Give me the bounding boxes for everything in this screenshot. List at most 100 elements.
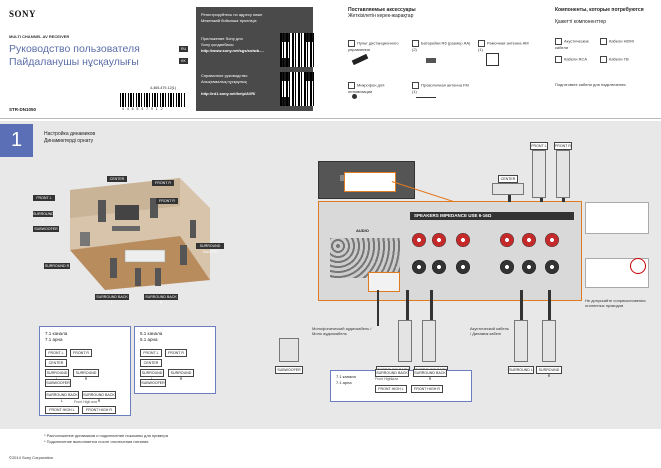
l71-front-l: FRONT L	[45, 349, 67, 357]
l71-surround-r: SURROUND R	[73, 369, 99, 381]
layout-71b-title-kk: 7.1 арна	[336, 380, 352, 385]
copyright: ©2014 Sony Corporation	[9, 455, 54, 460]
layout-71b-title: 7.1 канала	[336, 374, 356, 379]
required-note: Подготовьте кабели для подключения	[555, 82, 626, 87]
cable-sub	[377, 290, 379, 326]
room-tag-subwoofer: SUBWOOFER	[33, 226, 59, 232]
required-rca: Кабели RCA	[555, 56, 595, 63]
room-tag-surround-back-l: SURROUND BACK L	[95, 294, 129, 305]
l71b-front-high-r: FRONT HIGH R	[411, 385, 443, 393]
required-tv: Кабели ТВ	[600, 56, 640, 63]
speaker-surr-back-r	[542, 320, 556, 362]
room-tag-surround-r: SURROUND R	[44, 263, 70, 269]
l51-front-l: FRONT L	[140, 349, 162, 357]
jack-surround-r-plus[interactable]	[522, 233, 536, 247]
jack-surround-l-minus[interactable]	[500, 260, 514, 274]
l71b-front-high-l: FRONT HIGH L	[375, 385, 407, 393]
brand-logo: SONY	[9, 9, 37, 19]
accessories-title: Поставляемые аксессуары	[348, 7, 416, 13]
room-illustration	[70, 178, 210, 290]
product-name: MULTI CHANNEL AV RECEIVER	[9, 34, 70, 39]
accessory-mic: Микрофон для оптимизации	[348, 82, 385, 94]
layout-51-box: 5.1 канала 5.1 арна FRONT L FRONT R CENT…	[134, 326, 216, 394]
qr-code-help	[280, 72, 314, 106]
model-number: STR-DN1050	[9, 107, 37, 112]
remote-icon	[351, 53, 369, 66]
jack-front-l-plus[interactable]	[412, 233, 426, 247]
l51-subwoofer: SUBWOOFER	[140, 379, 166, 387]
title-ru: Руководство пользователя	[9, 43, 140, 55]
top-tag-front-l: FRONT L	[530, 142, 548, 150]
lang-badge-kk: KK	[179, 58, 188, 64]
audio-label: AUDIO	[356, 228, 369, 233]
l71-front-high-r: FRONT HIGH R	[82, 406, 116, 414]
room-tag-surround-l: SURROUND L	[33, 211, 54, 222]
help-url[interactable]: http://rd1.sony.net/help/AVR/	[201, 91, 256, 96]
footer-note-1: * Расположение динамиков и подключение п…	[44, 433, 168, 438]
l51-surround-r: SURROUND R	[168, 369, 194, 381]
l71-center: CENTER	[45, 359, 67, 367]
reg-note: Регистрируйтесь по адресу ниже	[201, 12, 263, 17]
subwoofer-out-jack[interactable]	[368, 272, 400, 292]
barcode	[120, 93, 186, 107]
jack-center-plus[interactable]	[456, 233, 470, 247]
app-note-kk: Sony қолданбасы	[201, 42, 234, 47]
required-title: Компоненты, которые потребуются	[555, 7, 644, 13]
jack-front-r-minus[interactable]	[432, 260, 446, 274]
help-note: Справочное руководство	[201, 73, 248, 78]
l71-front-high-l: FRONT HIGH L	[45, 406, 79, 414]
fm-antenna-icon	[416, 97, 436, 98]
l51-surround-l: SURROUND L	[140, 369, 164, 381]
step-title-kk: Динамиктерді орнату	[44, 138, 94, 144]
layout-51-title-kk: 5.1 арна	[140, 337, 158, 342]
jack-surround-r-minus[interactable]	[522, 260, 536, 274]
accessory-remote: Пульт дистанционного управления	[348, 40, 399, 52]
tag-subwoofer: SUBWOOFER	[275, 366, 303, 374]
jack-back-l-plus[interactable]	[545, 233, 559, 247]
l71-subwoofer: SUBWOOFER	[45, 379, 71, 387]
accessory-am-antenna: Рамочная антенна AM (1)	[478, 40, 529, 52]
help-note-kk: Анықтамалық нұсқаулық	[201, 79, 247, 84]
app-url[interactable]: http://www.sony.net/sgs/sotwb-...	[201, 48, 264, 53]
jack-back-l-minus[interactable]	[545, 260, 559, 274]
rca-jacks[interactable]	[330, 238, 400, 278]
room-tag-center: CENTER	[107, 176, 127, 182]
jack-front-r-plus[interactable]	[432, 233, 446, 247]
l71-surround-back-l: SURROUND BACK L	[45, 391, 79, 403]
step-number: 1	[0, 124, 33, 157]
speaker-subwoofer	[279, 338, 299, 362]
room-tag-surround-back-r: SURROUND BACK R	[196, 243, 224, 254]
l71-surround-l: SURROUND L	[45, 369, 69, 381]
battery-icon	[426, 58, 436, 63]
speaker-surr-back-l	[514, 320, 528, 362]
speaker-cable-caption: Акустический кабель / Динамик кабелі	[470, 326, 509, 336]
mic-icon	[352, 94, 357, 99]
speaker-surr-r	[422, 320, 436, 362]
layout-71b-box: 7.1 канала 7.1 арна Front High или SURRO…	[330, 369, 472, 402]
room-tag-front-r: FRONT R	[152, 180, 174, 186]
l71-front-r: FRONT R	[70, 349, 92, 357]
jack-surround-l-plus[interactable]	[500, 233, 514, 247]
jack-front-l-minus[interactable]	[412, 260, 426, 274]
reg-note-kk: Мекенжай бойынша тіркеліңіз	[201, 18, 257, 23]
am-antenna-icon	[486, 53, 499, 66]
lang-badge-ru: RU	[179, 46, 188, 52]
jack-center-minus[interactable]	[456, 260, 470, 274]
layout-51-title: 5.1 канала	[140, 331, 163, 336]
required-title-kk: Қажетті компоненттер	[555, 19, 607, 25]
mono-cable-caption: Монофонический аудиокабель / Моно аудиок…	[312, 326, 372, 336]
required-speaker-cables: Акустические кабели	[555, 38, 590, 50]
speaker-surr-l	[398, 320, 412, 362]
top-tag-front-r: FRONT R	[554, 142, 572, 150]
room-tag-surround-back-r2: SURROUND BACK R	[144, 294, 178, 305]
tag-surround-l: SURROUND L	[508, 366, 534, 374]
l71b-surround-back-l: SURROUND BACK L	[375, 369, 409, 381]
l51-front-r: FRONT R	[165, 349, 187, 357]
app-note: Приложение Sony для	[201, 36, 243, 41]
top-tag-center: CENTER	[498, 175, 518, 183]
room-tag-front-l: FRONT L	[33, 195, 55, 201]
part-number: 4-465-479-12(1)	[150, 86, 176, 90]
qr-code-app	[280, 33, 314, 67]
layout-71-box: 7.1 канала 7.1 арна FRONT L FRONT R CENT…	[39, 326, 131, 416]
barcode-digits: 4 4 6 5 4 7 9 1 2	[122, 107, 164, 111]
